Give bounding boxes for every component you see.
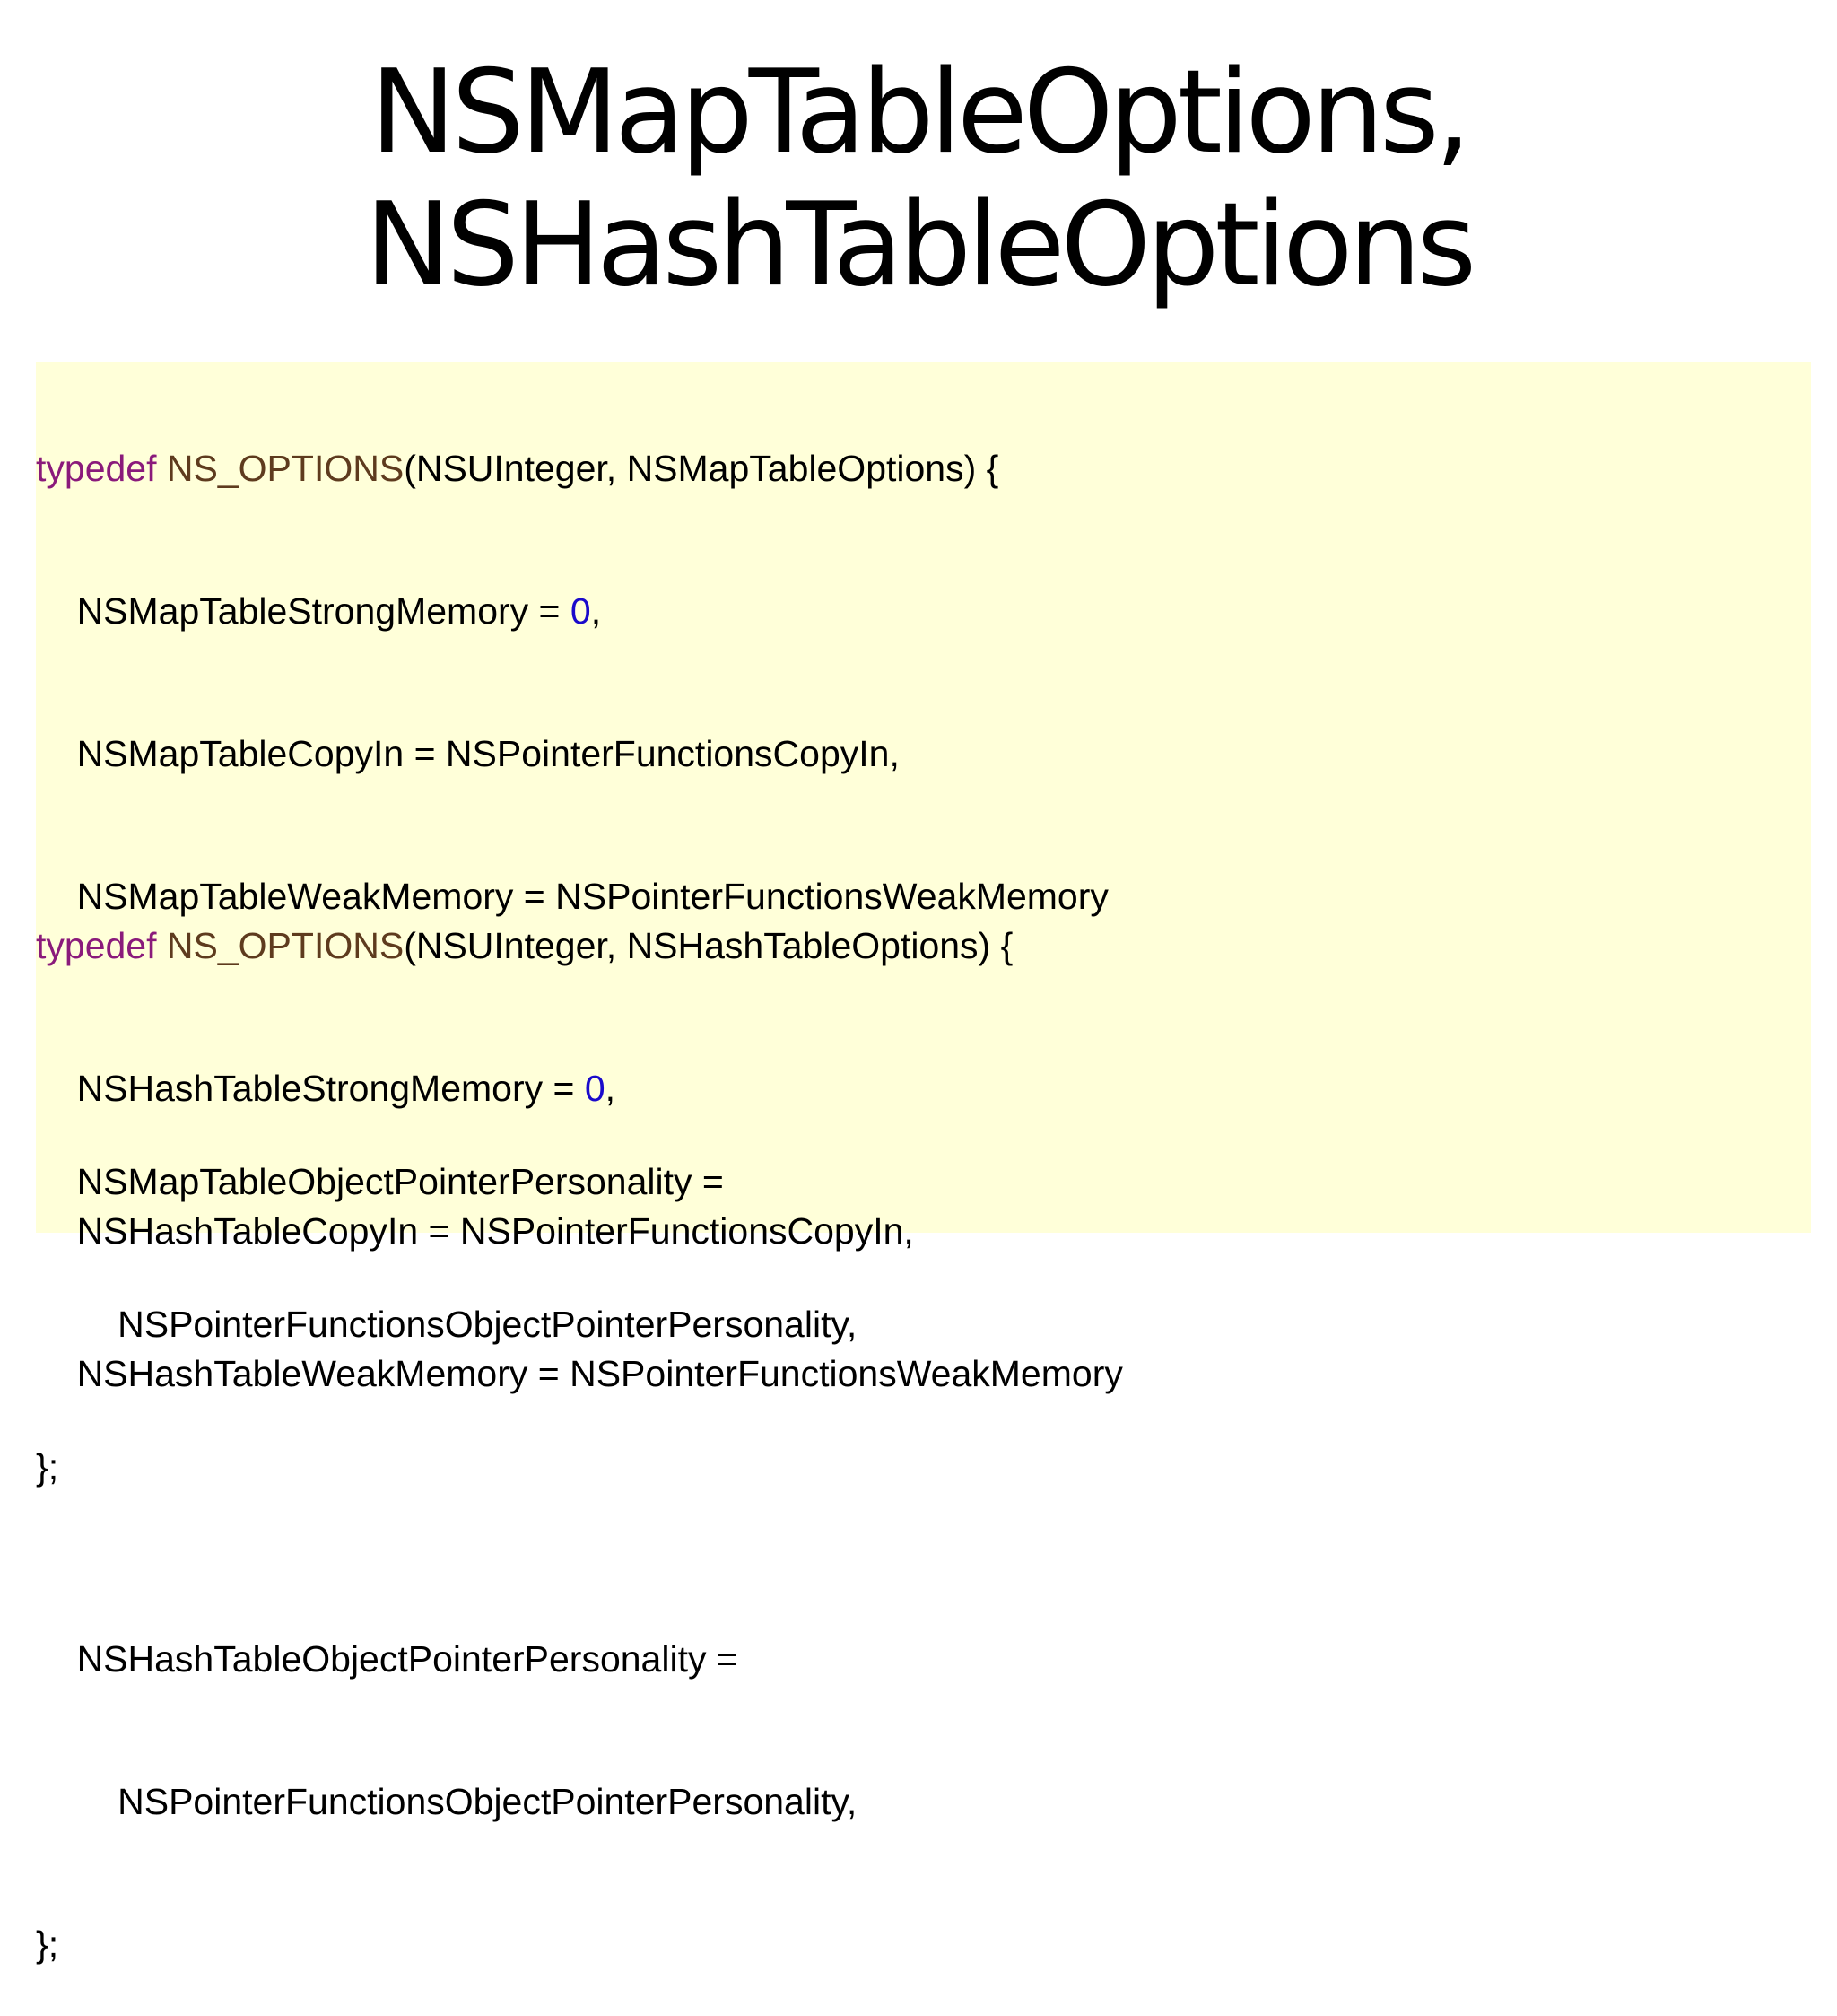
- strong-memory-name: NSMapTableStrongMemory =: [36, 590, 570, 632]
- strong-memory-value: 0: [570, 590, 591, 632]
- code-line-personality-value: NSPointerFunctionsObjectPointerPersonali…: [36, 1304, 858, 1345]
- code-line-close: };: [36, 1924, 59, 1965]
- map-table-options-code: typedef NS_OPTIONS(NSUInteger, NSMapTabl…: [36, 350, 1794, 1539]
- typedef-keyword: typedef: [36, 448, 157, 489]
- strong-memory-name: NSHashTableStrongMemory =: [36, 1068, 585, 1109]
- code-line-weak-memory: NSHashTableWeakMemory = NSPointerFunctio…: [36, 1353, 1123, 1394]
- code-line-personality-name: NSHashTableObjectPointerPersonality =: [36, 1638, 738, 1680]
- slide-title: NSMapTableOptions, NSHashTableOptions: [0, 47, 1837, 312]
- ns-options-macro: NS_OPTIONS: [166, 925, 405, 966]
- code-line-personality-value: NSPointerFunctionsObjectPointerPersonali…: [36, 1781, 858, 1822]
- typedef-keyword: typedef: [36, 925, 157, 966]
- hash-table-options-code: typedef NS_OPTIONS(NSUInteger, NSHashTab…: [36, 827, 1794, 2016]
- typedef-signature: (NSUInteger, NSHashTableOptions) {: [404, 925, 1014, 966]
- code-line-copy-in: NSHashTableCopyIn = NSPointerFunctionsCo…: [36, 1210, 914, 1252]
- code-panel: [36, 362, 1811, 1233]
- strong-memory-tail: ,: [590, 590, 602, 632]
- slide-title-line-1: NSMapTableOptions,: [370, 46, 1472, 179]
- slide-title-line-2: NSHashTableOptions: [364, 179, 1476, 312]
- code-line-blank: [36, 1493, 1794, 1540]
- strong-memory-tail: ,: [605, 1068, 616, 1109]
- code-line-copy-in: NSMapTableCopyIn = NSPointerFunctionsCop…: [36, 733, 900, 774]
- typedef-signature: (NSUInteger, NSMapTableOptions) {: [404, 448, 999, 489]
- strong-memory-value: 0: [584, 1068, 605, 1109]
- code-line-typedef: typedef NS_OPTIONS(NSUInteger, NSHashTab…: [36, 922, 1794, 970]
- code-line-strong-memory: NSHashTableStrongMemory = 0,: [36, 1065, 1794, 1113]
- code-line-personality-name: NSMapTableObjectPointerPersonality =: [36, 1161, 724, 1202]
- code-line-weak-memory: NSMapTableWeakMemory = NSPointerFunction…: [36, 876, 1109, 917]
- code-line-strong-memory: NSMapTableStrongMemory = 0,: [36, 588, 1794, 635]
- code-line-typedef: typedef NS_OPTIONS(NSUInteger, NSMapTabl…: [36, 445, 1794, 493]
- ns-options-macro: NS_OPTIONS: [166, 448, 405, 489]
